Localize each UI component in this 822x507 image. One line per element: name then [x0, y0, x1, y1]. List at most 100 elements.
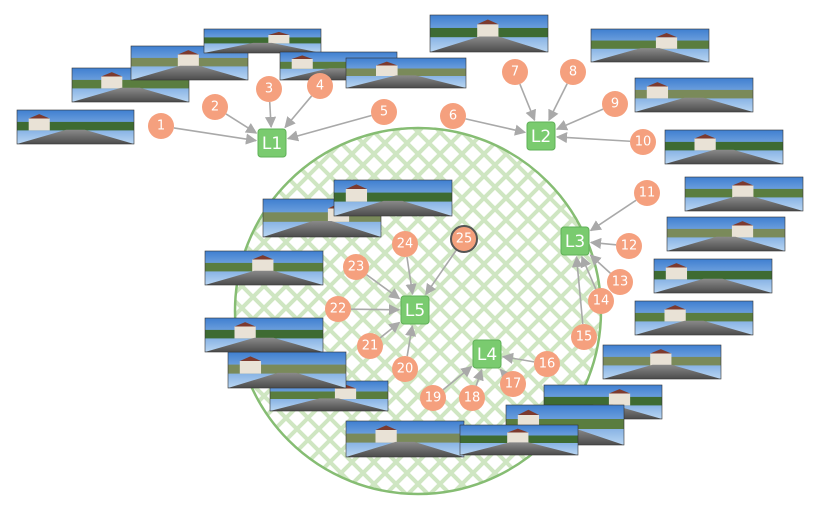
node-label: 5: [380, 105, 388, 120]
node-label: 13: [612, 275, 629, 290]
street-thumbnail: [333, 179, 453, 217]
street-thumbnail: [227, 351, 347, 389]
node-7: 7: [502, 59, 528, 85]
edge-arrow: [225, 113, 258, 134]
landmark-l5: L5: [400, 295, 430, 325]
node-25: 25: [450, 225, 478, 253]
node-label: 21: [362, 339, 379, 354]
edge-arrow: [571, 255, 584, 325]
landmark-label: L1: [262, 134, 282, 154]
node-label: 11: [639, 186, 656, 201]
node-label: 14: [593, 294, 610, 309]
node-label: 22: [330, 302, 347, 317]
node-label: 2: [211, 100, 219, 115]
street-thumbnail: [203, 28, 322, 54]
edge-arrow: [465, 118, 527, 136]
node-label: 17: [505, 377, 522, 392]
node-10: 10: [630, 129, 656, 155]
node-20: 20: [392, 356, 418, 382]
street-thumbnail: [634, 77, 754, 113]
node-15: 15: [571, 324, 597, 350]
node-label: 6: [449, 109, 457, 124]
node-6: 6: [440, 103, 466, 129]
edge-arrow: [499, 368, 512, 381]
edge-arrow: [555, 131, 631, 144]
landmark-label: L2: [531, 127, 551, 147]
edge-arrow: [548, 83, 568, 122]
street-thumbnail: [590, 28, 710, 63]
edge-arrow: [555, 108, 604, 131]
street-thumbnail: [429, 14, 549, 53]
edge-arrow: [405, 256, 417, 296]
street-thumbnail: [602, 344, 722, 380]
street-thumbnail: [653, 258, 773, 294]
node-label: 23: [348, 260, 365, 275]
node-24: 24: [392, 231, 418, 257]
node-8: 8: [560, 59, 586, 85]
edge-arrow: [501, 352, 535, 364]
street-thumbnail: [262, 198, 382, 238]
street-thumbnail: [204, 250, 324, 286]
edge-arrow: [589, 237, 617, 249]
edge-arrow: [589, 199, 637, 232]
edge-arrow: [519, 83, 536, 122]
landmark-label: L3: [565, 232, 585, 252]
node-3: 3: [256, 76, 282, 102]
landmark-label: L5: [405, 301, 425, 321]
graph-edges: [173, 83, 637, 391]
node-1: 1: [148, 113, 174, 139]
node-9: 9: [602, 91, 628, 117]
node-2: 2: [202, 94, 228, 120]
node-16: 16: [534, 351, 560, 377]
edge-arrow: [589, 254, 611, 274]
node-label: 12: [621, 239, 638, 254]
node-21: 21: [357, 333, 383, 359]
street-thumbnail: [71, 67, 190, 103]
street-view-thumbnails: [16, 14, 804, 458]
node-14: 14: [588, 288, 614, 314]
street-thumbnail: [345, 420, 465, 458]
node-label: 19: [425, 391, 442, 406]
edge-arrow: [425, 249, 458, 296]
edge-arrow: [173, 127, 258, 145]
node-18: 18: [459, 385, 485, 411]
node-label: 8: [569, 65, 577, 80]
edge-arrow: [405, 324, 417, 357]
node-23: 23: [343, 254, 369, 280]
node-13: 13: [607, 269, 633, 295]
node-label: 7: [511, 65, 519, 80]
node-19: 19: [420, 385, 446, 411]
street-thumbnail: [634, 300, 754, 336]
street-thumbnail: [666, 216, 786, 252]
node-label: 16: [539, 357, 556, 372]
street-thumbnail: [345, 57, 467, 89]
edge-arrow: [286, 114, 372, 142]
edge-arrow: [580, 255, 597, 290]
landmark-label: L4: [477, 345, 497, 365]
node-5: 5: [371, 99, 397, 125]
node-label: 4: [316, 79, 324, 94]
street-thumbnail: [684, 176, 804, 212]
node-label: 3: [265, 82, 273, 97]
edge-arrow: [442, 365, 473, 391]
street-thumbnail: [664, 129, 784, 165]
node-12: 12: [616, 233, 642, 259]
node-label: 15: [576, 330, 593, 345]
edge-arrow: [264, 101, 277, 129]
landmark-l1: L1: [257, 128, 287, 158]
node-label: 18: [464, 391, 481, 406]
node-17: 17: [500, 371, 526, 397]
landmark-l4: L4: [472, 339, 502, 369]
edge-arrow: [284, 95, 313, 129]
landmark-l2: L2: [526, 121, 556, 151]
street-thumbnail: [459, 424, 579, 456]
landmark-l3: L3: [560, 226, 590, 256]
edge-arrow: [379, 321, 401, 339]
node-label: 10: [635, 135, 652, 150]
street-thumbnail: [130, 45, 249, 81]
node-label: 25: [456, 232, 473, 247]
edge-arrow: [350, 304, 401, 316]
